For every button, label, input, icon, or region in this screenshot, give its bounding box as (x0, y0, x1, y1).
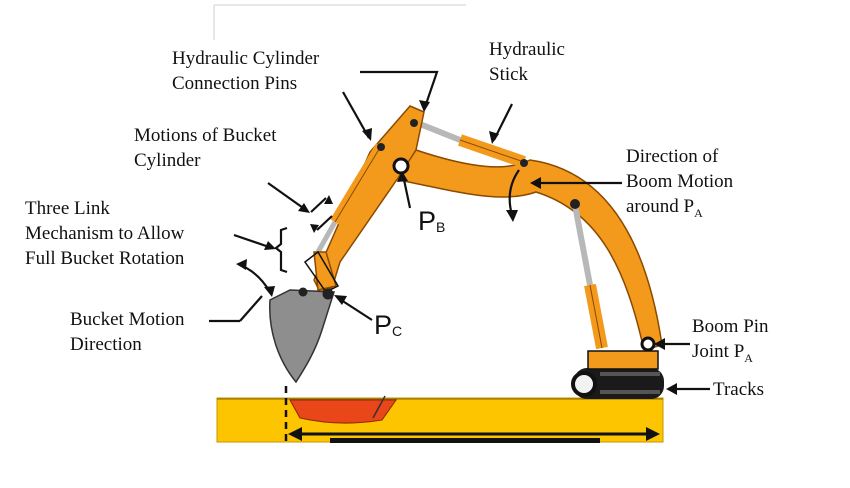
bucket-cylinder-outline (334, 145, 382, 223)
label-boom-direction-3-sub: A (694, 205, 703, 220)
arrowhead-stick (489, 131, 499, 144)
label-bucket-cylinder-1: Motions of Bucket (134, 125, 277, 146)
label-boom-pin-2-sub: A (744, 350, 753, 365)
point-pc-sub: C (392, 323, 403, 339)
three-link-mechanism (313, 251, 337, 291)
arrowhead-pins-right (419, 100, 430, 112)
point-pb-text: P (418, 206, 437, 236)
label-boom-direction-1: Direction of (626, 146, 719, 167)
cab-base (587, 350, 659, 370)
joint-boom-stick-cyl (520, 159, 528, 167)
boom (397, 149, 663, 351)
arrowhead-boom-dir (530, 177, 541, 189)
excavation-pit (289, 399, 397, 424)
pit-mark (372, 395, 386, 419)
arrowhead-boom-curve (506, 210, 518, 222)
label-cylinder-pins-1: Hydraulic Cylinder (172, 48, 320, 69)
bucket (269, 289, 336, 384)
bucket-pin-2 (322, 288, 334, 300)
point-pc-text: P (374, 310, 393, 340)
arrowhead-tracks (666, 383, 677, 395)
motion-tick-2 (316, 215, 333, 231)
bucket-pin-1 (298, 287, 308, 297)
arrowhead-pc (334, 295, 347, 305)
label-cylinder-pins-2: Connection Pins (172, 73, 298, 94)
label-stick-2: Stick (489, 64, 529, 85)
three-link-arrow (233, 233, 273, 250)
joint-stick-top (410, 119, 418, 127)
label-boom-pin-2: Joint PA (692, 340, 753, 370)
dimension-arrow-right (646, 427, 660, 441)
label-bucket-motion-1: Bucket Motion (70, 309, 185, 330)
dimension-label-cutoff (330, 438, 600, 443)
joint-pb (392, 157, 410, 175)
arrow-heads (236, 100, 677, 395)
label-bucket-motion-2: Direction (70, 334, 142, 355)
label-boom-pin-2-text: Joint P (692, 341, 745, 362)
joint-bucket-cyl (377, 143, 385, 151)
arrowhead-bucket-cyl (298, 203, 310, 213)
label-boom-direction-2: Boom Motion (626, 171, 734, 192)
arrowhead-bucket-curve-top (236, 259, 247, 270)
bucket-cylinder-arrow (267, 182, 307, 211)
boom-cylinder-rod (572, 204, 593, 286)
label-three-link-3: Full Bucket Rotation (25, 248, 185, 269)
boom-cylinder-outline (589, 284, 603, 349)
stick-cylinder-outline (459, 139, 525, 163)
track-wheel (571, 371, 597, 397)
arrowhead-three-link (264, 241, 276, 250)
arrowhead-motion-down (310, 224, 319, 233)
stick-cylinder-rod (418, 121, 467, 145)
track-stripe-1 (600, 372, 660, 376)
boom-cylinder-pin (570, 199, 580, 209)
joint-pa (640, 336, 656, 352)
cylinder-pins-leader (360, 70, 439, 111)
arrowhead-pins-left (362, 128, 372, 141)
label-boom-direction-3-text: around P (626, 196, 695, 217)
arrowhead-motion-up (324, 195, 333, 204)
label-tracks: Tracks (713, 379, 765, 400)
bucket-motion-leader (239, 295, 263, 322)
motion-tick-1 (310, 197, 327, 213)
point-pb-label: PB (418, 207, 445, 239)
label-three-link-2: Mechanism to Allow (25, 223, 185, 244)
point-pb-sub: B (436, 219, 446, 235)
arrowhead-pb (397, 171, 408, 182)
label-boom-direction-3: around PA (626, 195, 703, 225)
bucket-cylinder-rod (315, 220, 338, 254)
linkage-bar (303, 250, 340, 293)
arrowhead-bucket-curve (264, 286, 275, 297)
label-three-link-1: Three Link (25, 198, 110, 219)
dimension-arrow-left (288, 427, 302, 441)
three-link-bracket (274, 226, 288, 274)
track-stripe-2 (600, 390, 660, 394)
arrowhead-boom-pin (654, 338, 665, 350)
label-bucket-cylinder-2: Cylinder (134, 150, 201, 171)
label-boom-pin-1: Boom Pin (692, 316, 769, 337)
label-stick-1: Hydraulic (489, 39, 565, 60)
point-pc-label: PC (374, 311, 402, 343)
